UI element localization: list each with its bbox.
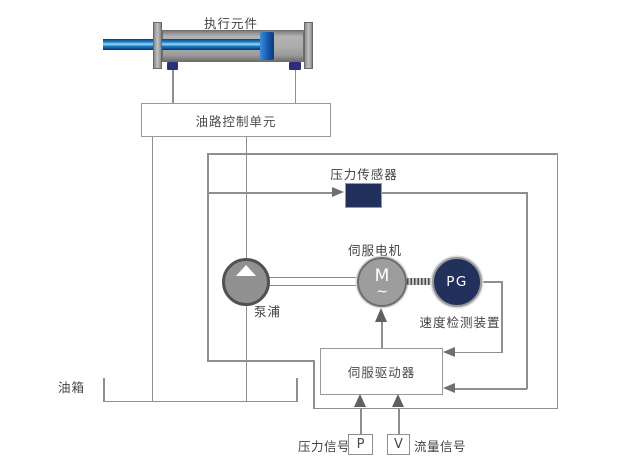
cylinder-piston xyxy=(260,32,274,60)
wire-pg-feedback-horizontal xyxy=(455,351,502,353)
flow-signal-label: 流量信号 xyxy=(414,439,467,454)
pipe-cylinder-port-left xyxy=(172,70,174,103)
frame-top-line xyxy=(207,153,558,155)
wire-pg-feedback-vertical xyxy=(501,281,503,353)
arrowhead-into-sensor-icon xyxy=(332,187,344,197)
frame-notch-vertical-line xyxy=(313,360,315,409)
pump-label: 泵浦 xyxy=(254,304,282,319)
frame-notch-horizontal-line xyxy=(207,360,315,362)
cylinder-left-flange xyxy=(153,22,162,69)
pressure-signal-box: P xyxy=(348,434,373,455)
pump-symbol xyxy=(222,258,270,306)
tank-right-wall xyxy=(296,378,298,402)
flow-signal-box: V xyxy=(387,434,410,455)
cylinder-right-flange xyxy=(304,22,313,69)
encoder-symbol: PG xyxy=(432,257,482,307)
servo-driver-block: 伺服驱动器 xyxy=(320,348,443,395)
tank-bottom-wall xyxy=(103,400,298,402)
wire-driver-to-motor xyxy=(381,322,383,348)
motor-encoder-coupling xyxy=(407,277,432,285)
frame-bottom-line xyxy=(313,407,558,409)
tank-left-wall xyxy=(103,378,105,402)
wire-sensor-to-right xyxy=(382,192,527,194)
pump-motor-shaft xyxy=(269,276,358,286)
servo-driver-label: 伺服驱动器 xyxy=(347,365,416,380)
encoder-pg-symbol: PG xyxy=(446,274,468,290)
oil-tank-label: 油箱 xyxy=(58,380,86,395)
cylinder-port-right xyxy=(289,62,301,70)
wire-sensor-feedback-horizontal xyxy=(455,388,527,390)
wire-pressure-signal xyxy=(360,408,362,434)
arrowhead-into-motor-icon xyxy=(374,308,387,322)
wire-pg-out xyxy=(481,281,502,283)
pipe-control-unit-to-tank xyxy=(151,137,153,402)
arrowhead-flow-signal-icon xyxy=(391,394,404,407)
arrowhead-sensor-into-driver-icon xyxy=(443,382,455,393)
pressure-sensor-label: 压力传感器 xyxy=(330,167,398,182)
frame-left-line xyxy=(207,153,209,362)
servo-motor-symbol: M ~ xyxy=(357,257,407,307)
pump-triangle-icon xyxy=(236,264,256,276)
flow-signal-symbol: V xyxy=(394,437,403,452)
oil-control-unit-label: 油路控制单元 xyxy=(195,113,277,129)
wire-flow-signal xyxy=(398,408,400,434)
cylinder-port-left xyxy=(167,62,178,70)
wire-to-pressure-sensor xyxy=(207,192,332,194)
motor-phase-symbol: ~ xyxy=(376,283,388,300)
frame-right-line xyxy=(556,153,558,409)
oil-control-unit-block: 油路控制单元 xyxy=(141,103,331,137)
pressure-sensor-block xyxy=(345,183,382,208)
pressure-signal-symbol: P xyxy=(356,437,365,452)
cylinder-rod xyxy=(103,39,262,50)
servo-motor-label: 伺服电机 xyxy=(347,243,402,258)
speed-detector-label: 速度检测装置 xyxy=(419,315,501,330)
actuator-label: 执行元件 xyxy=(203,16,258,31)
pipe-cylinder-port-right xyxy=(294,70,296,103)
motor-m-symbol: M xyxy=(374,265,390,286)
wire-sensor-feedback-vertical xyxy=(526,192,528,389)
arrowhead-pressure-signal-icon xyxy=(353,394,366,407)
arrowhead-pg-into-driver-icon xyxy=(443,346,455,357)
pressure-signal-label: 压力信号 xyxy=(298,439,351,454)
